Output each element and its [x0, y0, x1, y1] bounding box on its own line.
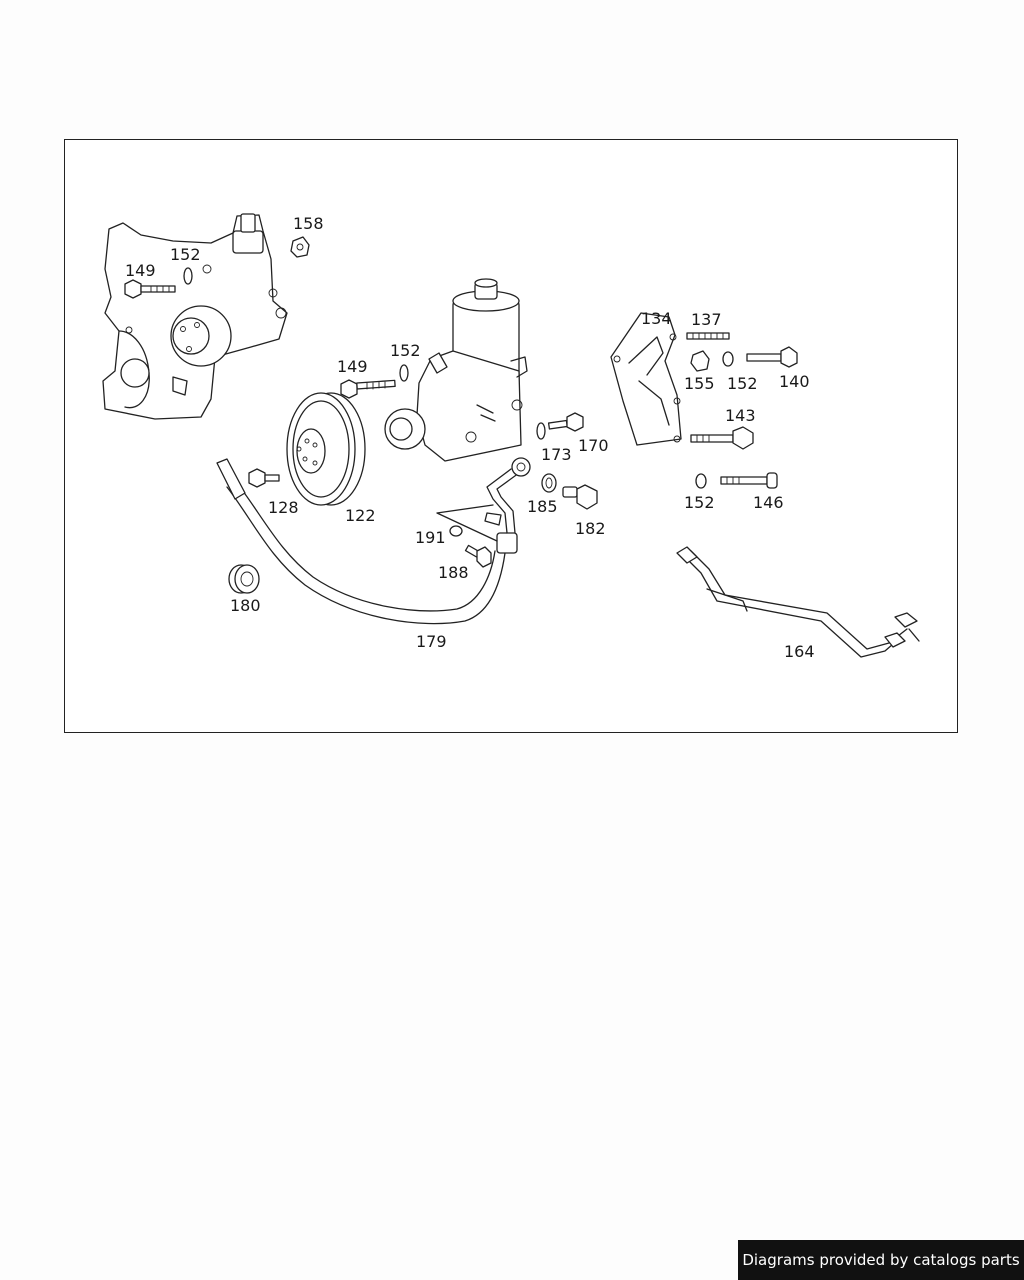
label-128: 128: [268, 498, 299, 517]
part-labels: 158 152 149 149 152 134 137 155 152 140 …: [125, 214, 815, 661]
label-173: 173: [541, 445, 572, 464]
label-179: 179: [416, 632, 447, 651]
label-152-d: 152: [684, 493, 715, 512]
label-152-c: 152: [727, 374, 758, 393]
part-188-bolt: [464, 544, 492, 568]
label-149-b: 149: [337, 357, 368, 376]
label-155: 155: [684, 374, 715, 393]
label-152-b: 152: [390, 341, 421, 360]
part-152-washer-b: [399, 364, 409, 382]
label-191: 191: [415, 528, 446, 547]
part-122-pulley: [286, 392, 366, 506]
label-182: 182: [575, 519, 606, 538]
label-158: 158: [293, 214, 324, 233]
credit-banner: Diagrams provided by catalogs parts: [738, 1240, 1024, 1280]
label-143: 143: [725, 406, 756, 425]
label-180: 180: [230, 596, 261, 615]
part-146-bolt: [720, 472, 778, 489]
part-137-stud: [686, 332, 730, 340]
parts-diagram: 158 152 149 149 152 134 137 155 152 140 …: [102, 213, 920, 661]
label-188: 188: [438, 563, 469, 582]
part-180-bearing: [228, 564, 260, 594]
label-164: 164: [784, 642, 815, 661]
part-182-banjo-bolt: [562, 484, 598, 510]
part-152-washer-c: [722, 351, 734, 367]
label-149-a: 149: [125, 261, 156, 280]
label-146: 146: [753, 493, 784, 512]
power-steering-pump-part: [384, 278, 528, 462]
diagram-frame: 158 152 149 149 152 134 137 155 152 140 …: [64, 139, 958, 733]
credit-text: Diagrams provided by catalogs parts: [742, 1251, 1020, 1269]
part-170-bolt: [547, 412, 584, 432]
part-158-nut: [290, 236, 310, 258]
engine-cover-part: [102, 213, 288, 420]
label-137: 137: [691, 310, 722, 329]
label-152-a: 152: [170, 245, 201, 264]
part-152-washer-a: [183, 267, 193, 285]
part-149-bolt-a: [124, 279, 176, 299]
label-122: 122: [345, 506, 376, 525]
label-134: 134: [641, 309, 672, 328]
part-149-bolt-b: [340, 379, 396, 399]
part-164-pipe: [676, 546, 920, 658]
part-152-washer-d: [695, 473, 707, 489]
part-134-bracket: [610, 312, 682, 446]
part-191-clip: [436, 504, 498, 542]
label-170: 170: [578, 436, 609, 455]
label-185: 185: [527, 497, 558, 516]
part-140-bolt: [746, 346, 798, 368]
part-128-bolt: [248, 468, 280, 488]
part-185-seal-ring: [541, 473, 557, 493]
part-173-washer: [536, 422, 546, 440]
part-179-hose: [216, 457, 531, 625]
label-140: 140: [779, 372, 810, 391]
part-143-bolt: [690, 426, 754, 450]
part-155-nut: [690, 350, 710, 372]
